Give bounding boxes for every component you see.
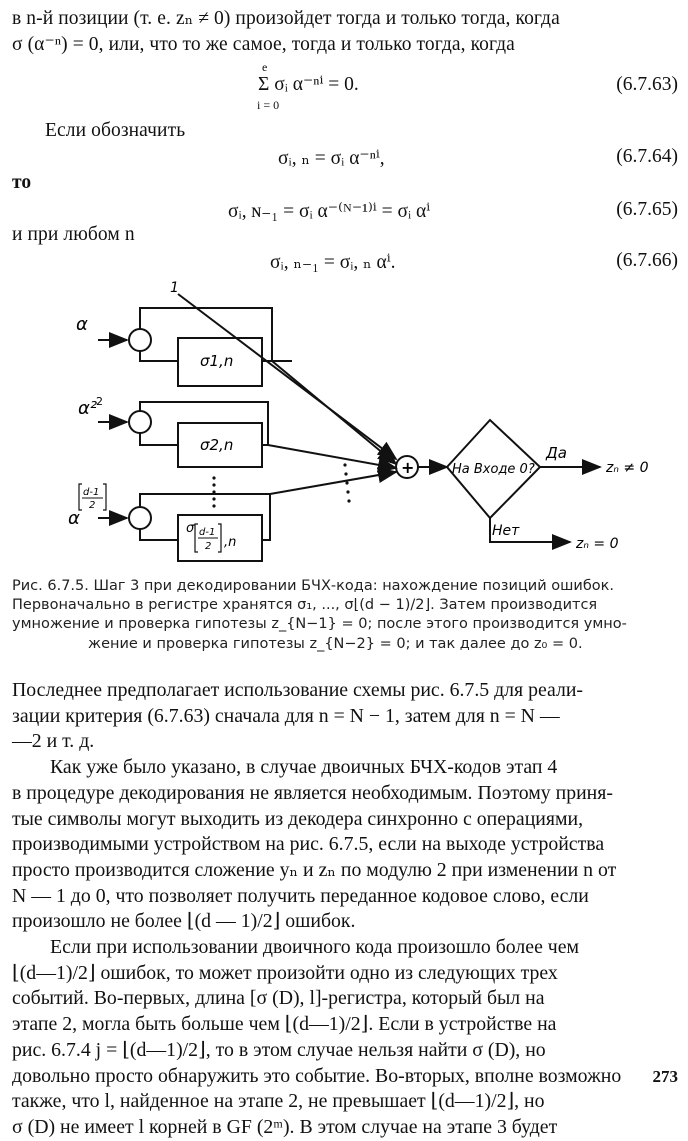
- alpha-exponent-fraction: d-1 2: [78, 483, 107, 511]
- text-line: событий. Во-первых, длина [σ (D), l]-рег…: [12, 987, 545, 1010]
- text-line: в процедуре декодирования не является не…: [12, 781, 613, 804]
- svg-text:,n: ,n: [224, 535, 236, 550]
- output-zero: zₙ = 0: [575, 536, 619, 552]
- svg-text:d-1: d-1: [83, 487, 99, 498]
- decision-label: На Входе 0?: [452, 462, 535, 477]
- equation-number: (6.7.64): [616, 146, 678, 167]
- text-line: —2 и т. д.: [12, 730, 95, 753]
- equation-number: (6.7.65): [616, 199, 678, 220]
- register-label: σ2,n: [200, 436, 233, 454]
- decoder-diagram: 1 α α² 2 α d-1 2 σ1,n σ2,n σ d-1 2 ,n + …: [68, 280, 649, 562]
- equation-number: (6.7.63): [616, 74, 678, 95]
- multiplier-circle: [128, 410, 152, 434]
- text-line: довольно просто обнаружить это событие. …: [12, 1064, 622, 1087]
- figure-caption: Рис. 6.7.5. Шаг 3 при декодировании БЧХ-…: [12, 578, 615, 594]
- text-line: Если при использовании двоичного кода пр…: [50, 936, 580, 959]
- figure-caption: жение и проверка гипотезы z_{N−2} = 0; и…: [88, 636, 583, 652]
- multiplier-circle: [128, 506, 152, 530]
- text-line: ⌊(d—1)/2⌋ ошибок, то может произойти одн…: [12, 961, 558, 984]
- body-text: Последнее предполагает использование схе…: [12, 678, 678, 1141]
- text-line: зации критерия (6.7.63) сначала для n = …: [12, 704, 560, 727]
- alpha-label: α²: [78, 398, 97, 419]
- figure-caption: умножение и проверка гипотезы z_{N−1} = …: [12, 616, 627, 632]
- svg-text:2: 2: [96, 395, 103, 408]
- equation-lead-text: и при любом n: [12, 224, 135, 245]
- text-line: σ (α⁻ⁿ) = 0, или, что то же самое, тогда…: [12, 34, 515, 55]
- text-line: рис. 6.7.4 j = ⌊(d—1)/2⌋, то в этом случ…: [12, 1038, 546, 1061]
- alpha-label: α: [76, 314, 88, 335]
- input-one-label: 1: [170, 280, 179, 296]
- text-line: произошло не более ⌊(d — 1)/2⌋ ошибок.: [12, 910, 356, 933]
- register-box: [177, 514, 263, 562]
- text-line: N — 1 до 0, что позволяет получить перед…: [12, 884, 589, 907]
- text-line: тые символы могут выходить из декодера с…: [12, 807, 584, 830]
- svg-text:σ: σ: [186, 521, 195, 536]
- adder-symbol: +: [401, 458, 414, 477]
- equation-number: (6.7.66): [616, 250, 678, 271]
- equation-6-7-64: σᵢ, ₙ = σᵢ α⁻ⁿⁱ,: [278, 148, 385, 169]
- register-label: σ1,n: [200, 352, 233, 370]
- figure-caption: Первоначально в регистре хранятся σ₁, ..…: [12, 597, 598, 613]
- text-line: этапе 2, могла быть больше чем ⌊(d—1)/2⌋…: [12, 1013, 557, 1036]
- register-to-adder-line: [269, 467, 398, 495]
- equation-6-7-65: σᵢ, ɴ₋₁ = σᵢ α⁻⁽ᴺ⁻¹⁾ⁱ = σᵢ αⁱ: [228, 201, 431, 222]
- svg-text:2: 2: [89, 500, 95, 511]
- sum-lower-limit: i = 0: [257, 98, 280, 112]
- output-nonzero: zₙ ≠ 0: [605, 460, 649, 476]
- equation-lead-text: Если обозначить: [45, 120, 186, 141]
- text-line: в n-й позиции (т. е. zₙ ≠ 0) произойдет …: [12, 8, 560, 29]
- alpha-label: α: [68, 508, 80, 529]
- register-to-adder-line: [271, 360, 398, 466]
- text-line: Последнее предполагает использование схе…: [12, 679, 583, 701]
- yes-label: Да: [545, 444, 567, 462]
- svg-text:d-1: d-1: [199, 527, 215, 538]
- text-line: просто производится сложение yₙ и zₙ по …: [12, 858, 617, 881]
- page-number: 273: [652, 1067, 679, 1086]
- register-label-3: σ d-1 2 ,n: [186, 521, 236, 553]
- text-line: также, что l, найденное на этапе 2, не п…: [12, 1090, 545, 1113]
- equation-6-7-66: σᵢ, ₙ₋₁ = σᵢ, ₙ αⁱ.: [270, 252, 396, 273]
- equation-lead-text: то: [12, 172, 32, 193]
- no-label: Нет: [492, 523, 520, 539]
- text-line: Как уже было указано, в случае двоичных …: [50, 756, 558, 779]
- equation-6-7-63: Σ σᵢ α⁻ⁿⁱ = 0.: [258, 74, 359, 95]
- register-to-adder-line: [267, 444, 398, 473]
- text-line: производимыми устройством на рис. 6.7.5,…: [12, 833, 605, 856]
- svg-text:2: 2: [205, 541, 211, 552]
- text-line: σ (D) не имеет l корней в GF (2ᵐ). В это…: [12, 1115, 558, 1138]
- book-page: в n-й позиции (т. е. zₙ ≠ 0) произойдет …: [12, 8, 679, 1138]
- sum-upper-limit: e: [262, 60, 268, 74]
- ellipsis-dots: [212, 463, 351, 508]
- multiplier-circle: [128, 328, 152, 352]
- input-one-line: [177, 293, 398, 461]
